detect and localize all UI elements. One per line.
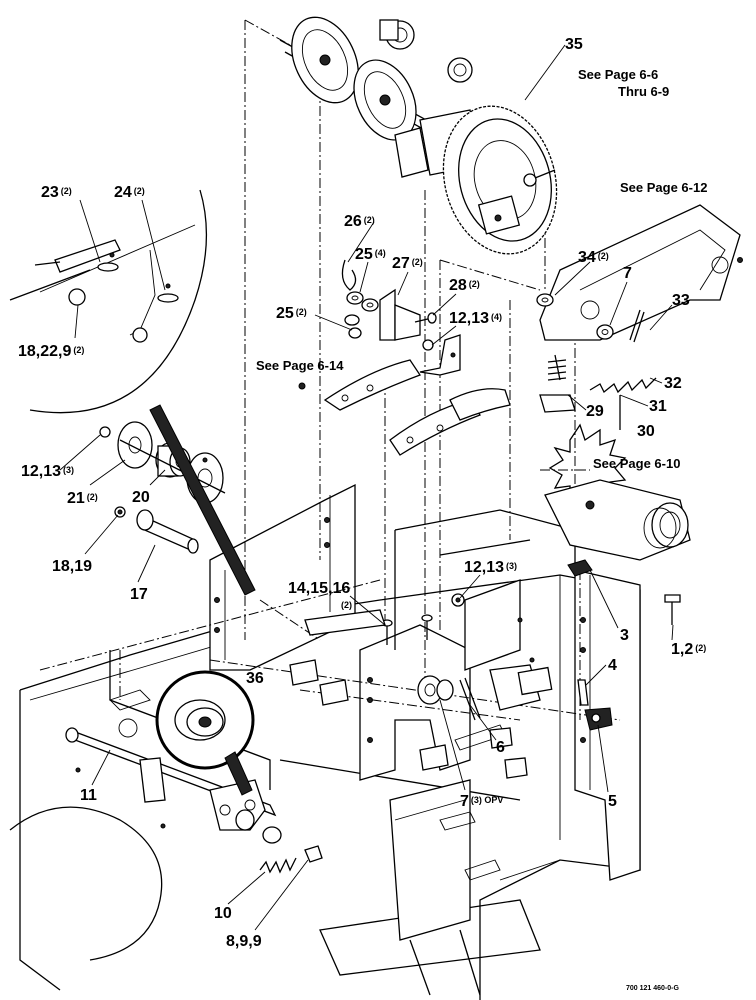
leader-lines — [59, 44, 674, 931]
callout-7-upper: 7 — [623, 265, 632, 282]
ref-page-6-10: See Page 6-10 — [593, 456, 680, 471]
callout-26: 26(2) — [344, 213, 375, 230]
callout-5: 5 — [608, 793, 617, 810]
callout-33: 33 — [672, 292, 690, 309]
callout-34: 34(2) — [578, 249, 609, 266]
callout-17: 17 — [130, 586, 148, 603]
callout-labels: 35 34(2) 7 33 32 31 30 29 26(2) 25(4) 27… — [18, 36, 706, 950]
callout-18-22-9: 18,22,9(2) — [18, 343, 84, 360]
callout-36: 36 — [246, 670, 264, 687]
page-references: See Page 6-6 Thru 6-9 See Page 6-12 See … — [256, 67, 707, 471]
callout-10: 10 — [214, 905, 232, 922]
ref-page-6-6: See Page 6-6 — [578, 67, 658, 82]
drawing-number: 700 121 460-0-G — [626, 985, 679, 992]
callout-31: 31 — [649, 398, 667, 415]
callout-29: 29 — [586, 403, 604, 420]
ref-page-6-12: See Page 6-12 — [620, 180, 707, 195]
callout-18-19: 18,19 — [52, 558, 92, 575]
chassis-frame — [9, 483, 641, 1000]
callout-12-13-left: 12,13(3) — [21, 463, 74, 480]
callout-24: 24(2) — [114, 184, 145, 201]
callout-14-15-16: 14,15,16 — [288, 580, 350, 597]
detail-inset — [9, 189, 256, 596]
callout-20: 20 — [132, 489, 150, 506]
center-lower-parts — [289, 593, 613, 779]
callout-35: 35 — [565, 36, 583, 53]
lower-left-assembly — [65, 670, 323, 874]
callout-7-lower: 7(3) OPV — [460, 793, 503, 810]
callout-25-lower: 25(2) — [276, 305, 307, 322]
callout-8-9-9: 8,9,9 — [226, 933, 262, 950]
callout-12-13-upper: 12,13(4) — [449, 310, 502, 327]
ref-page-6-14: See Page 6-14 — [256, 358, 344, 373]
callout-27: 27(2) — [392, 255, 423, 272]
callout-30: 30 — [637, 423, 655, 440]
drum-assembly — [279, 16, 558, 255]
callout-32: 32 — [664, 375, 682, 392]
pulley-assembly — [99, 421, 226, 554]
callout-25-upper: 25(4) — [355, 246, 386, 263]
callout-21: 21(2) — [67, 490, 98, 507]
callout-28: 28(2) — [449, 277, 480, 294]
callout-12-13-center: 12,13(3) — [464, 559, 517, 576]
right-arm-assembly — [536, 204, 743, 430]
callout-6: 6 — [496, 739, 505, 756]
callout-1-2: 1,2(2) — [671, 641, 706, 658]
callout-3: 3 — [620, 627, 629, 644]
gear-assembly-6-10 — [544, 423, 691, 625]
ref-thru-6-9: Thru 6-9 — [618, 84, 669, 99]
callout-23: 23(2) — [41, 184, 72, 201]
callout-14-15-16-qty: (2) — [341, 600, 352, 610]
callout-11: 11 — [80, 787, 97, 804]
callout-4: 4 — [608, 657, 617, 674]
bracket-assembly — [298, 259, 511, 456]
